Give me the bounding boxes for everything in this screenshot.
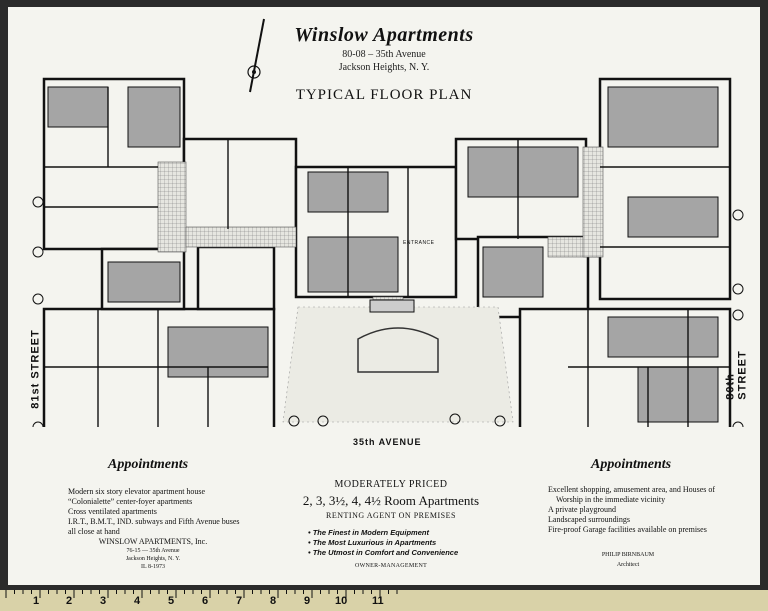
list-item: Excellent shopping, amusement area, and … (548, 485, 716, 494)
north-compass-icon (247, 18, 265, 93)
right-appointments-list: Excellent shopping, amusement area, and … (548, 485, 753, 535)
list-item: I.R.T., B.M.T., IND. subways and Fifth A… (68, 517, 240, 526)
list-item: • The Utmost in Comfort and Convenience (308, 548, 459, 557)
left-appointments-list: Modern six story elevator apartment hous… (68, 487, 288, 537)
list-item: all close at hand (68, 527, 120, 536)
owner-management: OWNER-MANAGEMENT (354, 563, 428, 569)
architect-title: Architect (616, 562, 640, 568)
entrance-label: ENTRANCE (403, 240, 435, 246)
company-address1: 76-15 — 35th Avenue (126, 548, 180, 554)
floor-plan-drawing (32, 77, 744, 427)
company-block: WINSLOW APARTMENTS, Inc. 76-15 — 35th Av… (78, 537, 228, 571)
list-item: “Colonialette” center-foyer apartments (68, 497, 193, 506)
list-item: Fire-proof Garage facilities available o… (548, 525, 707, 534)
architect-name: PHILIP BIRNBAUM (601, 552, 655, 558)
ruler-number: 6 (202, 595, 209, 607)
left-appointments-heading: Appointments (108, 457, 189, 472)
architect-block: PHILIP BIRNBAUM Architect (578, 550, 678, 570)
floor-plan-sheet: Winslow Apartments 80-08 – 35th Avenue J… (8, 7, 760, 585)
ruler-number: 1 (33, 595, 40, 607)
ruler-number: 2 (66, 595, 73, 607)
measurement-ruler: 1 2 3 4 5 6 7 8 9 10 11 (0, 590, 768, 611)
list-item: A private playground (548, 505, 616, 514)
right-appointments-heading: Appointments (591, 457, 672, 472)
list-item: Cross ventilated apartments (68, 507, 157, 516)
moderately-priced: MODERATELY PRICED (334, 479, 448, 490)
company-name: WINSLOW APARTMENTS, Inc. (98, 537, 208, 546)
list-item: Landscaped surroundings (548, 515, 630, 524)
ruler-number: 4 (134, 595, 141, 607)
company-phone: IL 8-1973 (141, 564, 165, 570)
room-apartments: 2, 3, 3½, 4, 4½ Room Apartments (302, 493, 480, 508)
ruler-number: 10 (335, 595, 348, 607)
plan-title: TYPICAL FLOOR PLAN (295, 87, 473, 103)
street-label-81st: 81st STREET (29, 329, 42, 409)
renting-agent: RENTING AGENT ON PREMISES (326, 511, 456, 520)
ruler-number: 9 (304, 595, 311, 607)
ruler-number: 7 (236, 595, 243, 607)
list-item: • The Finest in Modern Equipment (308, 528, 429, 537)
ruler-number: 8 (270, 595, 277, 607)
ruler-number: 5 (168, 595, 175, 607)
street-label-80th: 80th STREET (724, 350, 749, 400)
address-line2: Jackson Heights, N. Y. (338, 62, 430, 73)
building-title: Winslow Apartments (294, 24, 474, 46)
list-item: Worship in the immediate vicinity (556, 495, 666, 504)
ruler-number: 11 (372, 595, 384, 607)
address-line1: 80-08 – 35th Avenue (342, 49, 426, 60)
list-item: • The Most Luxurious in Apartments (308, 538, 437, 547)
company-address2: Jackson Heights, N. Y. (125, 556, 181, 562)
ruler-number: 3 (100, 595, 107, 607)
street-label-35th-avenue: 35th AVENUE (353, 437, 422, 447)
center-bullets: • The Finest in Modern Equipment • The M… (308, 528, 458, 558)
list-item: Modern six story elevator apartment hous… (68, 487, 206, 496)
